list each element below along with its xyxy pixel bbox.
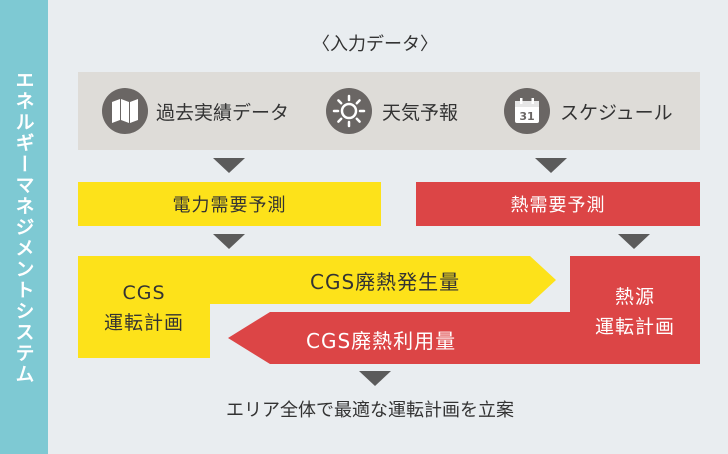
calendar-day-number: 31 [519, 110, 534, 123]
side-title: エネルギーマネジメントシステム [12, 69, 35, 385]
heat-source-plan-label: 熱源 運転計画 [570, 272, 700, 352]
input-label-weather: 天気予報 [382, 102, 459, 124]
arrow-down-icon [535, 158, 567, 173]
cgs-waste-heat-generation-arrow [78, 256, 556, 358]
input-data-header: 〈入力データ〉 [312, 34, 438, 55]
arrow-down-icon [213, 234, 245, 249]
map-icon [102, 88, 148, 134]
heat-demand-forecast-label: 熱需要予測 [510, 195, 606, 216]
arrow-down-icon [359, 371, 391, 386]
cgs-plan-label: CGS 運転計画 [78, 268, 210, 348]
side-title-bar [0, 0, 48, 454]
arrow-down-icon [618, 234, 650, 249]
input-data-panel [78, 72, 700, 150]
heat-demand-forecast-box: 熱需要予測 [416, 182, 700, 226]
heat-source-plan-line2: 運転計画 [594, 316, 675, 338]
heat-source-plan-box [570, 256, 700, 364]
cgs-plan-line2: 運転計画 [103, 312, 184, 334]
heat-source-plan-line1: 熱源 [614, 286, 655, 308]
input-label-past-data: 過去実績データ [156, 102, 290, 124]
cgs-waste-heat-generation-label: CGS廃熱発生量 [310, 270, 461, 294]
arrow-down-icon [213, 158, 245, 173]
conclusion-text: エリア全体で最適な運転計画を立案 [226, 400, 514, 421]
electric-demand-forecast-label: 電力需要予測 [172, 195, 287, 216]
electric-demand-forecast-box: 電力需要予測 [78, 182, 381, 226]
side-title-container: エネルギーマネジメントシステム [0, 0, 48, 454]
cgs-waste-heat-use-label: CGS廃熱利用量 [306, 329, 457, 353]
calendar-icon: 31 [504, 88, 550, 134]
input-label-schedule: スケジュール [560, 102, 673, 124]
cgs-plan-line1: CGS [122, 282, 166, 304]
sun-icon [326, 88, 372, 134]
